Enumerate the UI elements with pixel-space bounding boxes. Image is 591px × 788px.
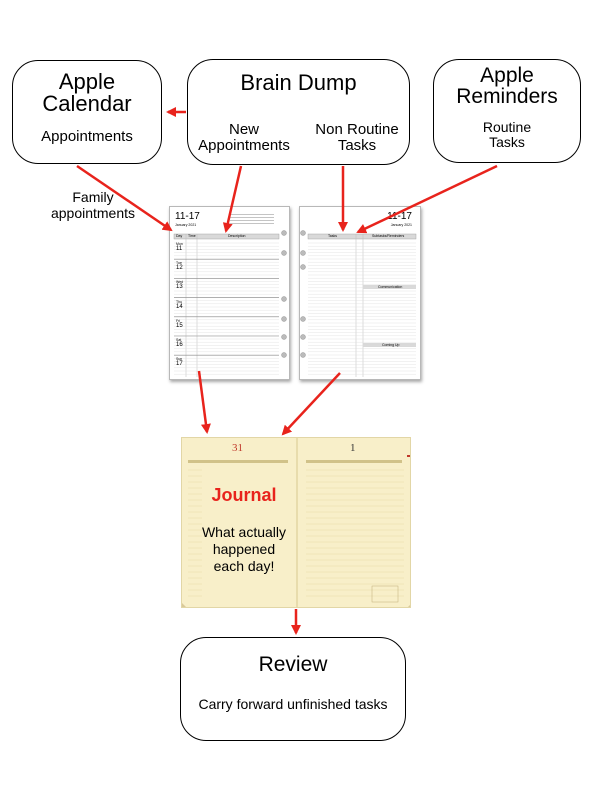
journal-body: What actually happened each day! [184, 524, 304, 574]
apple-reminders-title-line2: Reminders [456, 85, 558, 108]
routine-tasks-line1: Routine [482, 119, 532, 135]
new-appointments-label: New Appointments [192, 122, 296, 154]
planner-right-grid [300, 230, 417, 377]
planner-day-number: 11 [176, 246, 183, 252]
planner-day-number: 12 [176, 265, 183, 272]
apple-calendar-title: Apple Calendar [13, 71, 161, 115]
planner-left-col-description: Description [228, 234, 246, 238]
arrow-reminders-to-planner [356, 164, 498, 234]
planner-day-name: Wed [176, 280, 184, 285]
journal-spread: 31 1 Journal What actually happened each… [181, 437, 411, 608]
planner-day-name: Thu [176, 299, 183, 304]
planner-day-name: Sun [176, 357, 183, 362]
planner-left-mini-calendar [230, 214, 274, 224]
planner-left-col-time: Time [188, 234, 196, 238]
arrow-left-planner-to-journal [197, 370, 211, 434]
weekly-planner-right-page: 11-17 January 2021 Tasks Subtasks/Remind… [299, 206, 421, 380]
apple-reminders-box: Apple Reminders Routine Tasks [433, 59, 581, 163]
planner-left-date-range: 11-17 [175, 211, 200, 222]
weekly-planner-left-page: 11-17 January 2021 Day Time Description … [169, 206, 290, 380]
planner-right-section-coming-up: Coming Up [382, 343, 400, 347]
non-routine-tasks-line2: Tasks [337, 136, 377, 154]
planner-right-month: January 2021 [390, 223, 412, 227]
planner-left-month: January 2021 [175, 223, 197, 227]
apple-calendar-box: Apple Calendar Appointments [12, 60, 162, 164]
arrow-calendar-to-planner [76, 164, 173, 232]
planner-day-number: 16 [176, 342, 183, 348]
review-title: Review [258, 653, 328, 676]
routine-tasks-line2: Tasks [489, 133, 525, 150]
non-routine-tasks-label: Non Routine Tasks [304, 122, 410, 154]
apple-reminders-title: Apple Reminders [434, 65, 580, 107]
routine-tasks-label: Routine Tasks [434, 120, 580, 149]
planner-day-number: 13 [176, 284, 183, 291]
family-label-line1: Family [72, 189, 114, 205]
apple-calendar-title-line2: Calendar [42, 91, 132, 116]
arrow-right-planner-to-journal [281, 372, 341, 436]
review-box: Review Carry forward unfinished tasks [180, 637, 406, 741]
new-appointments-line2: Appointments [198, 136, 290, 154]
apple-calendar-title-line1: Apple [58, 69, 116, 94]
family-label-line2: appointments [50, 205, 136, 222]
planner-right-date-range: 11-17 [387, 211, 412, 222]
planner-day-name: Mon [176, 242, 183, 246]
arrow-new-appointments-to-planner [222, 165, 243, 233]
brain-dump-box: Brain Dump New Appointments Non Routine … [187, 59, 410, 165]
new-appointments-line1: New [228, 121, 259, 138]
journal-left-day-number: 31 [232, 442, 243, 454]
planner-day-name: Fri [176, 318, 181, 323]
brain-dump-title: Brain Dump [240, 70, 357, 95]
journal-body-line3: each day! [213, 557, 275, 574]
journal-right-day-number: 1 [350, 442, 356, 454]
review-subtitle: Carry forward unfinished tasks [198, 696, 388, 712]
journal-body-line2: happened [212, 540, 276, 557]
non-routine-tasks-line1: Non Routine [315, 121, 399, 138]
journal-body-line1: What actually [201, 524, 287, 540]
planner-right-col-tasks: Tasks [328, 234, 337, 238]
planner-day-number: 14 [176, 303, 183, 310]
planner-day-name: Sat [176, 338, 182, 342]
planner-day-name: Tue [176, 261, 182, 266]
journal-background-lines [182, 438, 410, 607]
apple-calendar-subtitle: Appointments [41, 128, 133, 145]
planner-day-number: 17 [176, 361, 183, 368]
planner-right-col-subtasks: Subtasks/Reminders [372, 234, 405, 238]
planner-left-col-day: Day [176, 234, 183, 238]
planner-right-section-communication: Communication [378, 285, 403, 289]
apple-reminders-title-line1: Apple [480, 64, 534, 87]
planner-day-number: 15 [176, 322, 183, 329]
family-appointments-label: Family appointments [38, 189, 148, 221]
planner-left-grid [173, 230, 287, 377]
journal-title: Journal [211, 485, 277, 505]
